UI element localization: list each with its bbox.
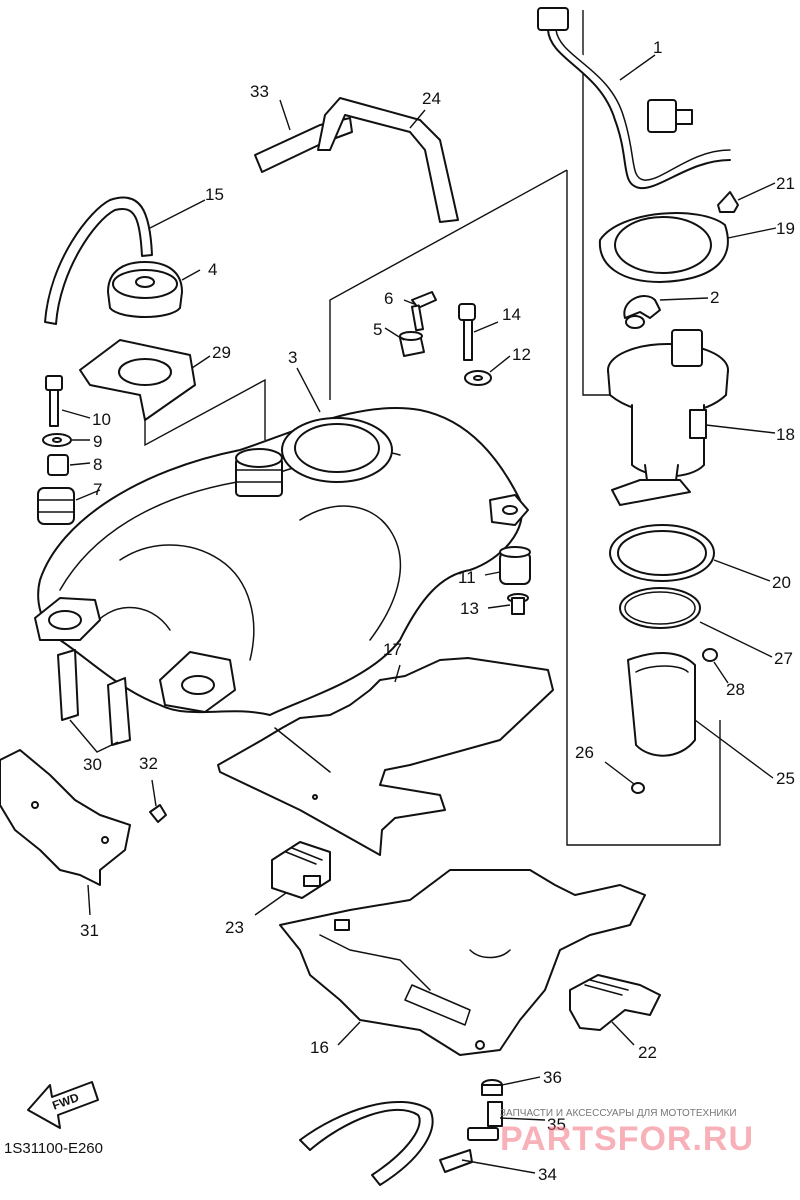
callout-3: 3 xyxy=(288,348,297,367)
callout-29: 29 xyxy=(212,343,231,362)
callout-7: 7 xyxy=(93,480,102,499)
lower-bracket-part-16[interactable] xyxy=(279,869,646,1056)
cap-cover-part-29[interactable] xyxy=(79,339,196,421)
forward-arrow-icon: FWD xyxy=(27,1081,99,1129)
callout-10: 10 xyxy=(92,410,111,429)
leader-lines xyxy=(61,54,777,1174)
callout-2: 2 xyxy=(710,288,719,307)
pump-plate-part-19[interactable] xyxy=(598,212,729,283)
callout-28: 28 xyxy=(726,680,745,699)
callout-32: 32 xyxy=(139,754,158,773)
watermark-brand: PARTSFOR.RU xyxy=(500,1120,754,1158)
joint-part-35[interactable] xyxy=(467,1101,503,1141)
damper-part-7[interactable] xyxy=(37,487,75,525)
callout-4: 4 xyxy=(208,260,217,279)
cover-part-25[interactable] xyxy=(627,652,696,757)
hose-bracket-part-24[interactable] xyxy=(317,97,459,223)
bolt-part-14[interactable] xyxy=(458,303,476,361)
screw-part-26[interactable] xyxy=(631,782,645,794)
grommet-part-5[interactable] xyxy=(399,331,425,357)
watermark: ЗАПЧАСТИ И АКСЕССУАРЫ ДЛЯ МОТОТЕХНИКИ PA… xyxy=(500,1108,754,1158)
callout-22: 22 xyxy=(638,1043,657,1062)
watermark-caption: ЗАПЧАСТИ И АКСЕССУАРЫ ДЛЯ МОТОТЕХНИКИ xyxy=(500,1108,737,1119)
callout-12: 12 xyxy=(512,345,531,364)
bolt-part-10[interactable] xyxy=(45,375,63,427)
callout-6: 6 xyxy=(384,289,393,308)
callout-numbers: 1 2 3 4 5 6 7 8 9 10 11 12 13 14 15 16 1… xyxy=(80,38,795,1184)
callout-33: 33 xyxy=(250,82,269,101)
washer-part-12[interactable] xyxy=(464,370,492,386)
gasket-part-20[interactable] xyxy=(609,524,715,582)
assembly-boundary-lines xyxy=(144,10,721,846)
screw-part-28[interactable] xyxy=(702,648,718,662)
callout-27: 27 xyxy=(774,649,793,668)
callout-9: 9 xyxy=(93,432,102,451)
callout-20: 20 xyxy=(772,573,791,592)
callout-19: 19 xyxy=(776,219,795,238)
callout-17: 17 xyxy=(383,640,402,659)
grommet-part-36[interactable] xyxy=(481,1079,503,1096)
cap-nut-part-21[interactable] xyxy=(717,191,739,213)
callout-34: 34 xyxy=(538,1165,557,1184)
relay-part-23[interactable] xyxy=(271,841,331,899)
callout-16: 16 xyxy=(310,1038,329,1057)
callout-15: 15 xyxy=(205,185,224,204)
damper-part-11[interactable] xyxy=(499,546,531,585)
callout-31: 31 xyxy=(80,921,99,940)
callout-8: 8 xyxy=(93,455,102,474)
callout-18: 18 xyxy=(776,425,795,444)
diagram-code: 1S31100-E260 xyxy=(4,1140,103,1157)
vent-hose-part-15[interactable] xyxy=(44,196,153,325)
callout-21: 21 xyxy=(776,174,795,193)
relay-part-22[interactable] xyxy=(569,974,661,1031)
fuel-tank-part-3[interactable] xyxy=(34,407,529,716)
callout-11: 11 xyxy=(458,568,476,587)
callout-1: 1 xyxy=(653,38,662,57)
fuel-hose-part-1[interactable] xyxy=(537,7,731,190)
callout-24: 24 xyxy=(422,89,441,108)
callout-13: 13 xyxy=(460,599,479,618)
spacer-part-30[interactable] xyxy=(57,649,131,746)
clip-part-2[interactable] xyxy=(623,295,661,329)
callout-25: 25 xyxy=(776,769,795,788)
drain-hose-part-34[interactable] xyxy=(299,1101,473,1186)
screw-part-6[interactable] xyxy=(410,291,437,332)
callout-26: 26 xyxy=(575,743,594,762)
insulator-part-17[interactable] xyxy=(217,657,554,856)
fuel-cap-part-4[interactable] xyxy=(107,261,183,318)
clip-part-32[interactable] xyxy=(149,804,167,823)
fuel-pump-part-18[interactable] xyxy=(607,329,729,506)
collar-part-13[interactable] xyxy=(507,593,529,615)
callout-30: 30 xyxy=(83,755,102,774)
callout-23: 23 xyxy=(225,918,244,937)
band-part-27[interactable] xyxy=(619,587,701,629)
collar-part-8[interactable] xyxy=(47,454,69,476)
callout-14: 14 xyxy=(502,305,521,324)
washer-part-9[interactable] xyxy=(42,433,72,447)
callout-35: 35 xyxy=(547,1115,566,1134)
bracket-part-31[interactable] xyxy=(0,749,131,886)
callout-5: 5 xyxy=(373,320,382,339)
callout-36: 36 xyxy=(543,1068,562,1087)
